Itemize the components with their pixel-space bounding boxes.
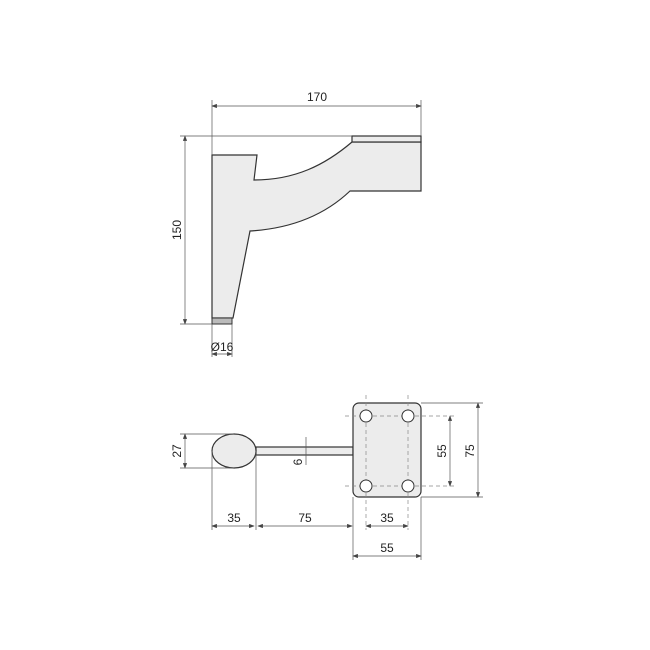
top-view: 27 6 35 75 35 55 55 75 xyxy=(170,395,483,560)
leg-foot xyxy=(211,317,233,325)
plate-height-label: 75 xyxy=(463,444,477,458)
arm-thickness-label: 6 xyxy=(291,458,305,465)
screw-hole xyxy=(401,479,415,493)
mounting-plate-top xyxy=(352,402,422,498)
foot-depth-label: 27 xyxy=(170,444,184,458)
screw-hole xyxy=(401,409,415,423)
hole-spacing-x-label: 35 xyxy=(380,511,394,525)
width-label: 170 xyxy=(307,90,327,104)
screw-hole xyxy=(359,479,373,493)
hole-spacing-y-label: 55 xyxy=(435,444,449,458)
foot-pad xyxy=(211,433,257,469)
leg-body xyxy=(211,141,422,319)
plate-width-label: 55 xyxy=(380,541,394,555)
foot-diameter-label: Ø16 xyxy=(211,340,234,354)
screw-hole xyxy=(359,409,373,423)
arm-length-label: 75 xyxy=(298,511,312,525)
side-view: 170 150 Ø16 xyxy=(170,90,422,357)
mounting-plate xyxy=(351,135,422,143)
height-label: 150 xyxy=(170,220,184,240)
screw-holes xyxy=(359,409,415,493)
arm xyxy=(255,446,354,456)
foot-length-label: 35 xyxy=(227,511,241,525)
